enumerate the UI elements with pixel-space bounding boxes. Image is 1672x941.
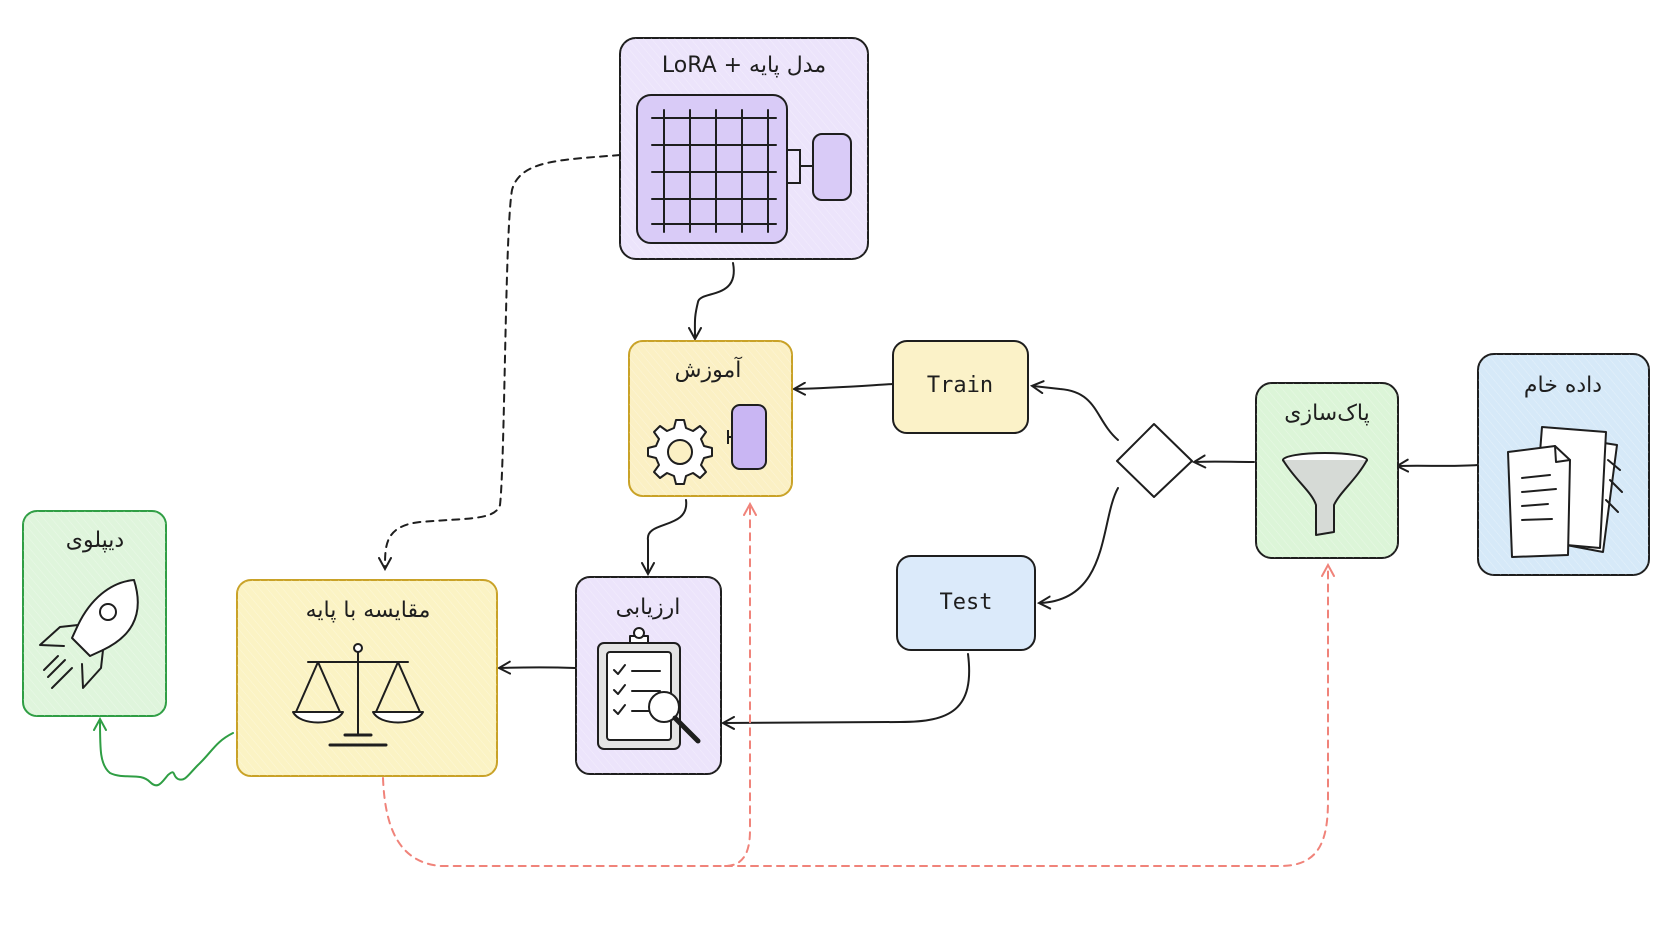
arrow-split-to-train [1033, 386, 1119, 441]
arrow-test-to-evaluation [724, 653, 971, 723]
grid-matrix-icon [636, 94, 852, 244]
split-diamond [1116, 423, 1193, 498]
train-label: Train [927, 373, 993, 398]
arrow-compare-to-deploy [100, 720, 234, 787]
clipboard-check-icon [597, 627, 701, 750]
lora-adapter-icon [812, 133, 852, 201]
test-label: Test [940, 590, 993, 615]
connectors [100, 154, 1479, 867]
arrow-evaluation-to-compare [500, 667, 576, 668]
training-label: آموزش [675, 356, 743, 383]
compare-label: مقایسه با پایه [306, 598, 431, 623]
feedback-arrow-to-cleaning [724, 566, 1328, 867]
raw-data-label: داده خام [1524, 373, 1602, 398]
arrow-model-to-training [695, 262, 735, 338]
funnel-icon [1282, 452, 1368, 536]
arrow-raw-to-cleaning [1398, 465, 1479, 466]
scale-icon [292, 643, 424, 747]
rocket-icon [39, 579, 139, 689]
raw-data-node[interactable]: داده خام [1477, 353, 1650, 576]
compare-node[interactable]: مقایسه با پایه [236, 579, 498, 777]
split-decision [1116, 423, 1193, 498]
arrow-training-to-evaluation [648, 499, 688, 573]
deploy-label: دیپلوی [66, 528, 124, 553]
gear-icon [647, 419, 713, 485]
evaluation-node[interactable]: ارزیابی [575, 576, 722, 775]
cleaning-node[interactable]: پاک‌سازی [1255, 382, 1399, 559]
arrow-train-to-training [795, 384, 894, 389]
arrow-split-to-test [1040, 487, 1119, 603]
adapter-block-icon [727, 404, 767, 470]
evaluation-label: ارزیابی [616, 595, 681, 620]
test-box [896, 555, 1036, 651]
train-box [892, 340, 1029, 434]
base-model-label: مدل پایه + LoRA [662, 53, 826, 78]
arrow-model-to-compare [385, 154, 621, 568]
base-model-node[interactable]: مدل پایه + LoRA [619, 37, 869, 260]
deploy-node[interactable]: دیپلوی [22, 510, 167, 717]
documents-icon [1507, 426, 1623, 558]
feedback-arrow-to-training [382, 505, 750, 867]
train-node[interactable]: Train [892, 340, 1029, 434]
cleaning-label: پاک‌سازی [1284, 401, 1370, 426]
test-node[interactable]: Test [896, 555, 1036, 651]
training-node[interactable]: آموزش [628, 340, 793, 497]
